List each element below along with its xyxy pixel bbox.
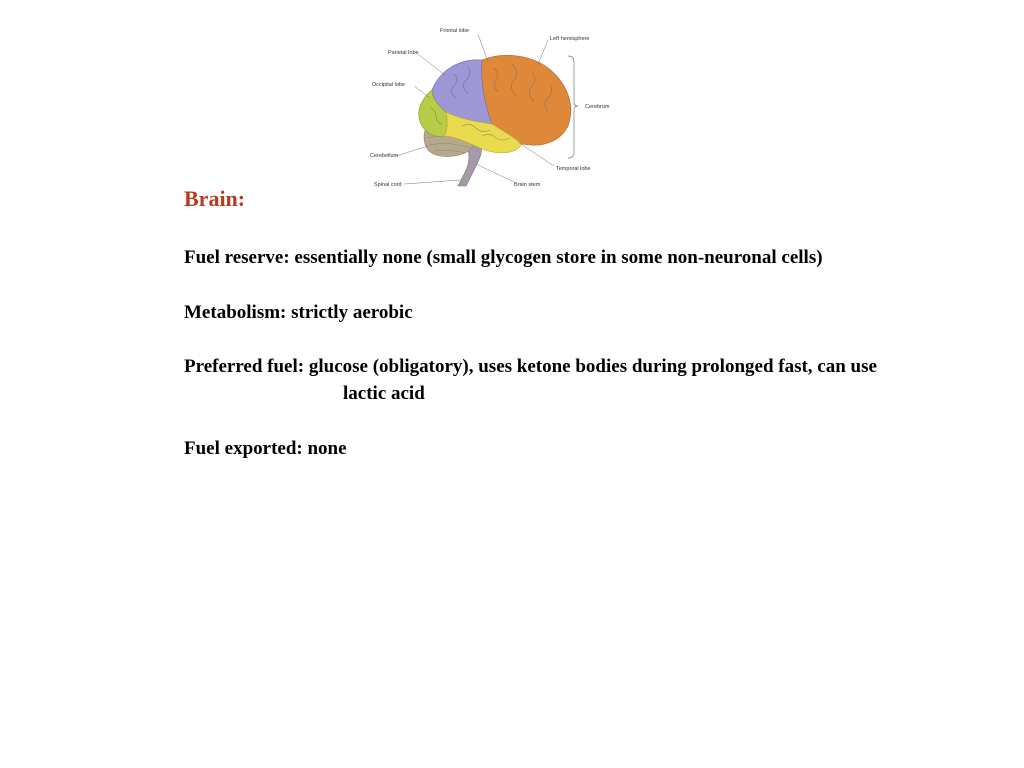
brain-diagram: Frontal lobe Left hemisphere Parietal lo… — [362, 18, 624, 196]
cerebrum-bracket — [567, 55, 579, 159]
brain-gyri — [429, 63, 552, 141]
preferred-fuel-line: Preferred fuel: glucose (obligatory), us… — [184, 356, 877, 377]
slide-title: Brain: — [184, 186, 246, 211]
label-parietal-lobe: Parietal lobe — [388, 50, 419, 56]
label-occipital-lobe: Occipital lobe — [372, 82, 405, 88]
label-cerebrum: Cerebrum — [585, 104, 610, 110]
fuel-exported-line: Fuel exported: none — [184, 438, 347, 459]
label-cerebellum: Cerebellum — [370, 153, 399, 159]
label-left-hemisphere: Left hemisphere — [550, 36, 589, 42]
label-spinal-cord: Spinal cord — [374, 182, 402, 188]
metabolism-line: Metabolism: strictly aerobic — [184, 302, 413, 323]
temporal-lobe-shape — [443, 111, 523, 154]
leader-lines — [395, 33, 555, 185]
label-brain-stem: Brain stem — [514, 182, 541, 188]
label-temporal-lobe: Temporal lobe — [556, 166, 591, 172]
brain-illustration: Frontal lobe Left hemisphere Parietal lo… — [370, 28, 610, 188]
label-frontal-lobe: Frontal lobe — [440, 28, 469, 34]
fuel-reserve-line: Fuel reserve: essentially none (small gl… — [184, 247, 823, 268]
preferred-fuel-continuation: lactic acid — [343, 383, 425, 404]
